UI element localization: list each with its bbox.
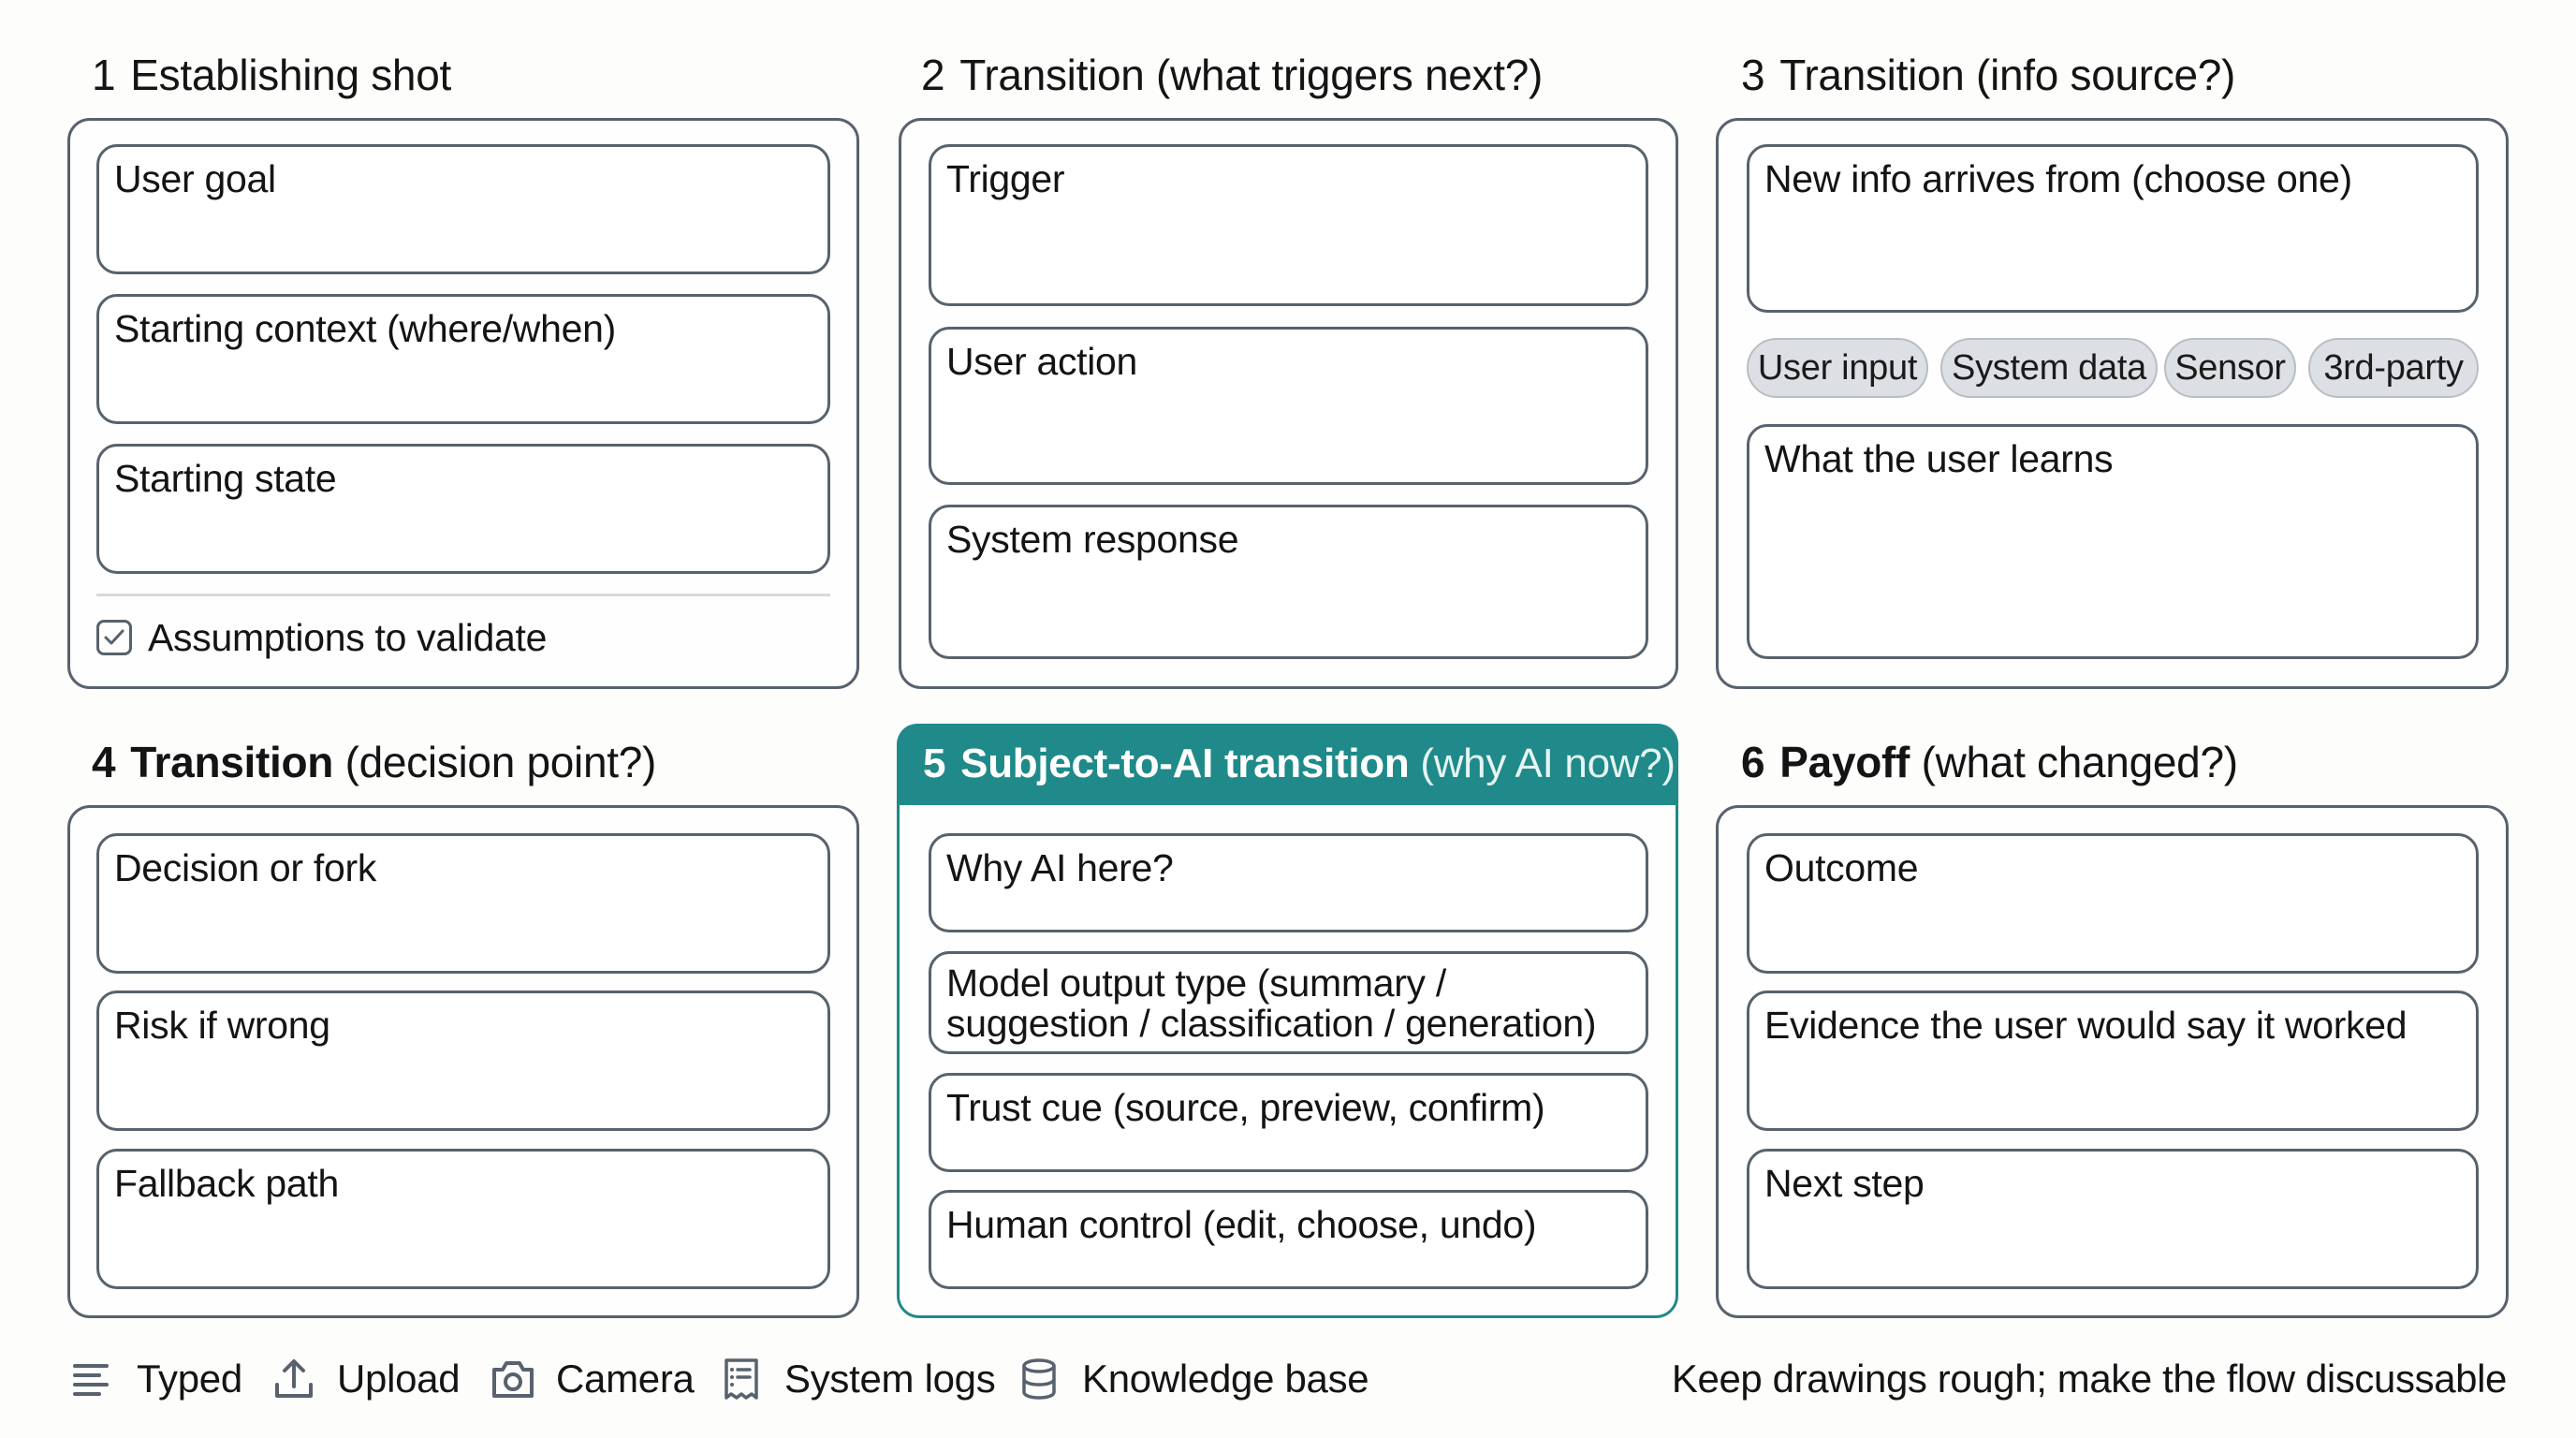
panel-number: 2 [921,51,945,99]
pill-system-data[interactable]: System data [1940,338,2158,398]
card-label: Decision or fork [114,846,377,889]
assumptions-checkbox[interactable] [96,620,132,655]
card-label: Trigger [946,157,1065,200]
card-human-control[interactable]: Human control (edit, choose, undo) [929,1190,1648,1289]
panel-6-title: 6 Payoff (what changed?) [1741,736,2238,788]
card-next-step[interactable]: Next step [1747,1149,2479,1289]
panel-title-suffix: (decision point?) [344,738,657,786]
checkmark-icon [104,629,124,645]
card-starting-state[interactable]: Starting state [96,444,830,574]
card-starting-context[interactable]: Starting context (where/when) [96,294,830,424]
card-label: User goal [114,157,276,200]
assumptions-label: Assumptions to validate [148,616,548,659]
panel-5-header: 5 Subject-to-AI transition (why AI now?) [897,724,1678,805]
card-label: Model output type (summary / suggestion … [946,961,1597,1045]
divider [96,594,830,596]
input-method-knowledge-base[interactable]: Knowledge base [1017,1356,1369,1402]
lines-icon [73,1364,109,1396]
card-label: Trust cue (source, preview, confirm) [946,1086,1545,1129]
input-method-typed[interactable]: Typed [71,1356,242,1402]
card-label: Outcome [1764,846,1919,889]
camera-icon [492,1361,534,1398]
card-user-action[interactable]: User action [929,327,1648,485]
footer-note: Keep drawings rough; make the flow discu… [1671,1357,2508,1401]
card-label: New info arrives from (choose one) [1764,157,2352,200]
card-label: Evidence the user would say it worked [1764,1004,2408,1047]
card-model-output-type[interactable]: Model output type (summary / suggestion … [929,951,1648,1054]
panel-4-title: 4 Transition (decision point?) [92,736,656,788]
input-method-camera[interactable]: Camera [490,1356,695,1402]
card-trigger[interactable]: Trigger [929,144,1648,306]
input-method-system-logs[interactable]: System logs [719,1356,996,1402]
card-label: Next step [1764,1162,1925,1205]
card-fallback-path[interactable]: Fallback path [96,1149,830,1289]
card-label: User action [946,340,1138,383]
card-label: Starting context (where/when) [114,307,616,350]
panel-title-text: Transition [130,738,334,786]
card-label: Starting state [114,457,337,500]
input-method-label: Upload [337,1357,461,1401]
panel-number: 6 [1741,738,1765,786]
panel-number: 1 [92,51,116,99]
card-label: Why AI here? [946,846,1174,889]
panel-title-suffix: (why AI now?) [1420,741,1676,786]
panel-title-suffix: (what triggers next?) [1156,51,1544,99]
card-label: Human control (edit, choose, undo) [946,1203,1537,1246]
card-evidence[interactable]: Evidence the user would say it worked [1747,990,2479,1131]
panel-number: 5 [923,741,946,786]
panel-1-title: 1 Establishing shot [92,49,451,101]
card-label: What the user learns [1764,437,2114,480]
card-label: Fallback path [114,1162,339,1205]
input-method-label: System logs [784,1357,996,1401]
card-new-info-source[interactable]: New info arrives from (choose one) [1747,144,2479,313]
card-outcome[interactable]: Outcome [1747,833,2479,974]
panel-title-suffix: (what changed?) [1921,738,2238,786]
database-icon [1022,1358,1056,1400]
panel-number: 4 [92,738,116,786]
pill-user-input[interactable]: User input [1747,338,1928,398]
upload-icon [275,1359,313,1398]
card-trust-cue[interactable]: Trust cue (source, preview, confirm) [929,1073,1648,1172]
panel-number: 3 [1741,51,1765,99]
panel-3-title: 3 Transition (info source?) [1741,49,2235,101]
card-user-goal[interactable]: User goal [96,144,830,274]
card-decision-or-fork[interactable]: Decision or fork [96,833,830,974]
panel-title-suffix: (info source?) [1976,51,2236,99]
input-method-label: Knowledge base [1082,1357,1369,1401]
card-why-ai-here[interactable]: Why AI here? [929,833,1648,932]
card-label: Risk if wrong [114,1004,330,1047]
card-system-response[interactable]: System response [929,505,1648,659]
panel-title-text: Subject-to-AI transition [960,741,1410,786]
receipt-list-icon [724,1358,758,1400]
input-method-upload[interactable]: Upload [271,1356,461,1402]
card-what-user-learns[interactable]: What the user learns [1747,424,2479,659]
pill-3rd-party[interactable]: 3rd-party [2308,338,2479,398]
panel-title-text: Establishing shot [130,51,451,99]
input-method-label: Camera [556,1357,695,1401]
card-risk-if-wrong[interactable]: Risk if wrong [96,990,830,1131]
panel-2-title: 2 Transition (what triggers next?) [921,49,1543,101]
card-label: System response [946,518,1239,561]
panel-title-text: Payoff [1779,738,1910,786]
pill-sensor[interactable]: Sensor [2164,338,2296,398]
input-method-label: Typed [137,1357,242,1401]
panel-title-text: Transition [1779,51,1965,99]
panel-title-text: Transition [959,51,1145,99]
